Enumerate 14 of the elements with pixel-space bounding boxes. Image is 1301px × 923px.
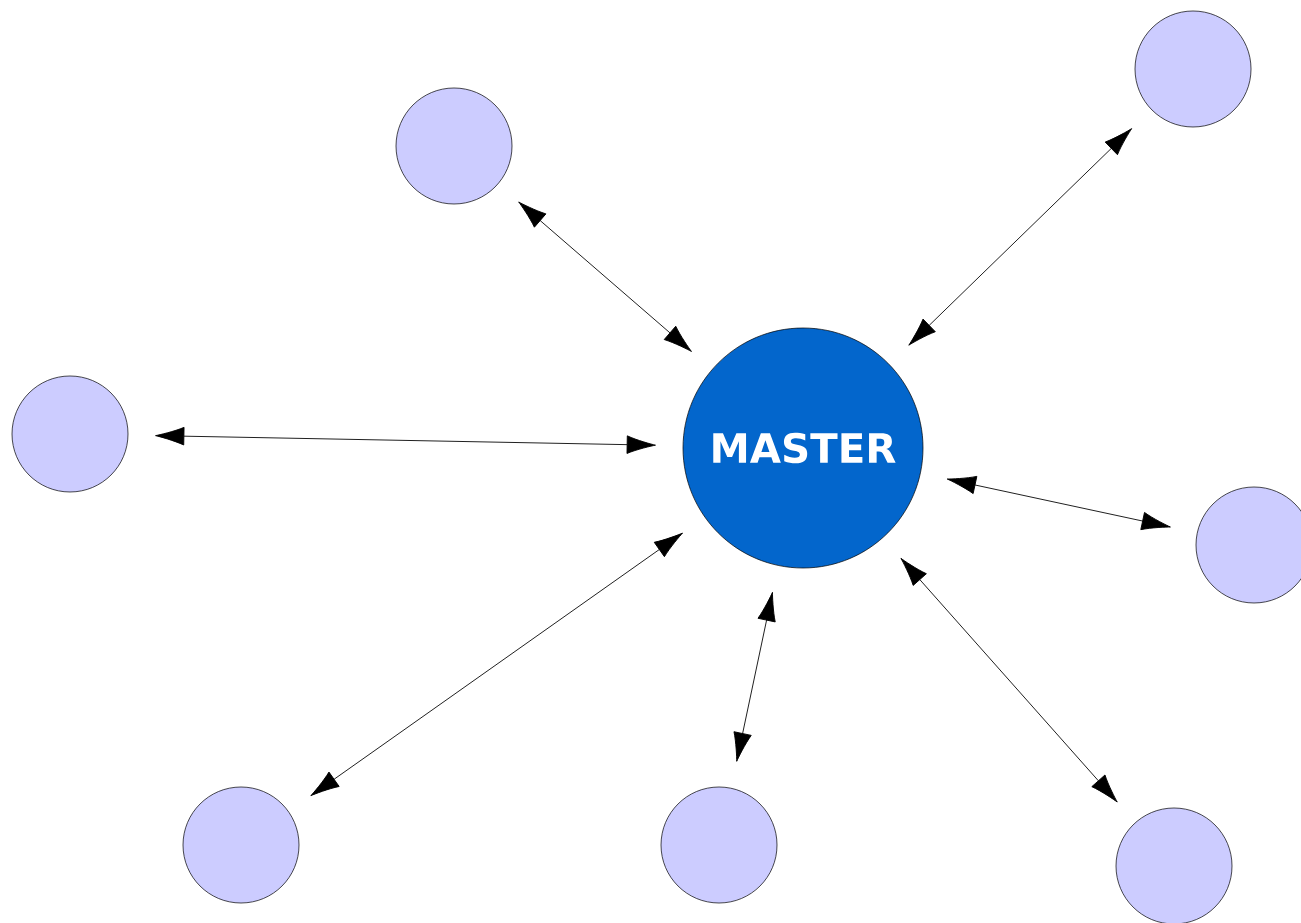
node-circle — [395, 87, 513, 205]
node-circle — [1195, 486, 1301, 604]
node-circle — [11, 375, 129, 493]
arrow — [310, 532, 683, 797]
arrow — [733, 591, 776, 762]
node-circle — [1115, 807, 1233, 923]
arrow — [908, 128, 1133, 346]
arrow — [518, 201, 692, 352]
node-circle — [1134, 10, 1252, 128]
arrow — [946, 475, 1171, 531]
arrow — [900, 557, 1118, 803]
node-circle — [660, 786, 778, 904]
node-circle — [182, 786, 300, 904]
arrow — [155, 426, 656, 454]
